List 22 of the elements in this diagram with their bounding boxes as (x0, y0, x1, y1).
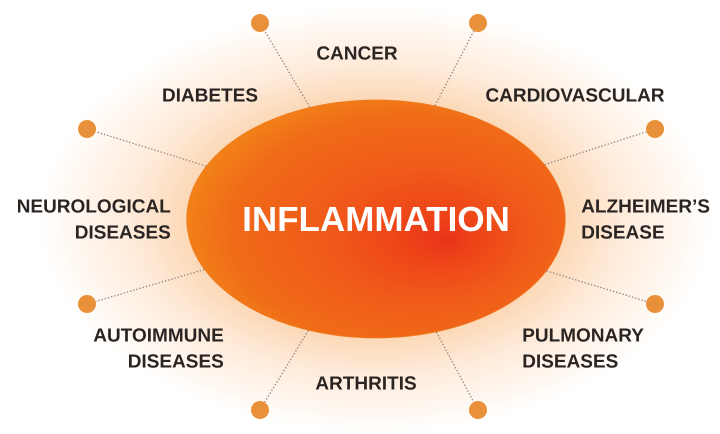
category-label: CANCER (317, 46, 398, 60)
dotted-line (544, 131, 646, 166)
end-dot (78, 295, 96, 313)
category-label: NEUROLOGICAL DISEASES (18, 199, 170, 239)
dotted-line (96, 268, 204, 302)
category-label: CARDIOVASCULAR (486, 88, 664, 102)
category-label: DIABETES (163, 88, 258, 102)
end-dot (251, 14, 269, 32)
category-label: ARTHRITIS (316, 376, 416, 390)
category-label: ALZHEIMER’S DISEASE (582, 199, 710, 239)
dotted-line (96, 131, 206, 167)
end-dot (78, 120, 96, 138)
end-dot (251, 401, 269, 419)
end-dot (469, 14, 487, 32)
end-dot (646, 120, 664, 138)
dotted-line (264, 30, 310, 108)
dotted-line (264, 330, 309, 402)
end-dot (646, 295, 664, 313)
dotted-line (546, 270, 646, 302)
dotted-line (434, 30, 474, 106)
dotted-line (436, 332, 474, 402)
end-dot (469, 401, 487, 419)
